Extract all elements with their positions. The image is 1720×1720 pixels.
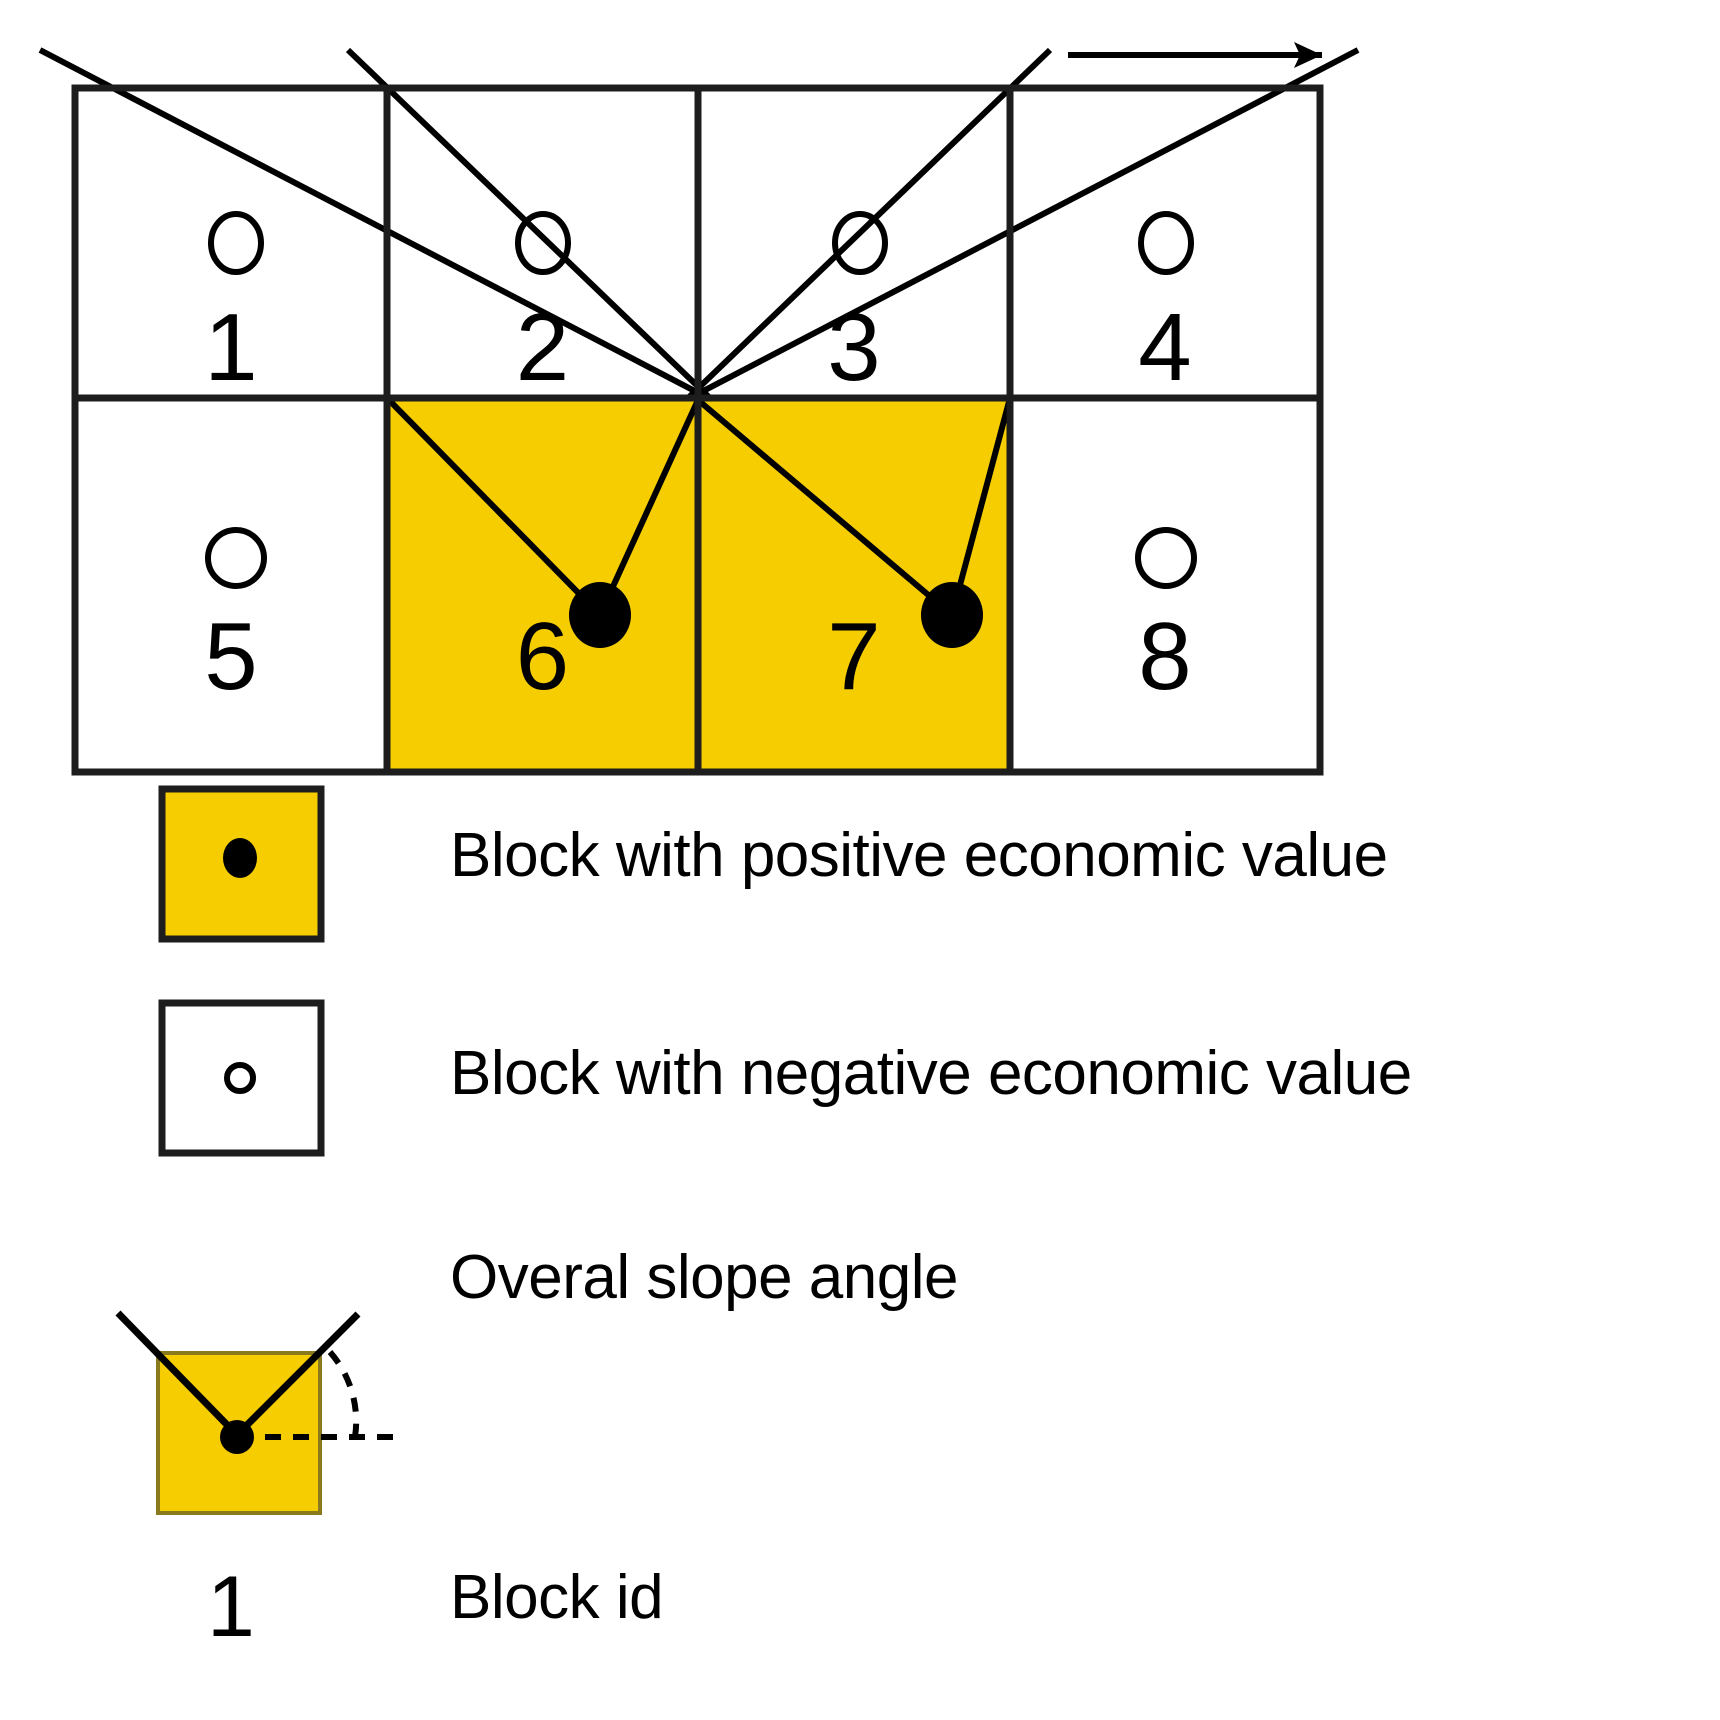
block-6-fill xyxy=(387,398,698,772)
slope-line-right-inner xyxy=(683,47,1053,403)
block-label-2: 2 xyxy=(515,294,570,401)
legend-label-block-id: Block id xyxy=(450,1563,664,1632)
legend-swatch-positive xyxy=(158,785,325,943)
legend-block-id-sample: 1 xyxy=(207,1559,255,1655)
legend-swatch-slope-angle xyxy=(115,1310,400,1515)
negative-markers-bottom xyxy=(205,527,1197,589)
direction-arrow xyxy=(1068,42,1322,68)
block-label-4: 4 xyxy=(1138,294,1192,401)
block-8-marker-hollow-circle xyxy=(1135,527,1197,589)
block-grid-outline xyxy=(71,84,1324,776)
block-label-3: 3 xyxy=(827,294,881,401)
block6-v-left xyxy=(384,395,603,618)
slope-line-right-outer xyxy=(684,47,1360,403)
block-label-1: 1 xyxy=(204,294,258,401)
legend-label-negative: Block with negative economic value xyxy=(450,1039,1412,1108)
positive-block-fills xyxy=(387,398,1010,772)
block-5-marker-hollow-circle xyxy=(205,527,267,589)
block-4-marker-hollow-circle xyxy=(1138,211,1194,275)
slope-line-left-inner xyxy=(345,47,715,403)
legend-slope-angle-arc xyxy=(327,1350,360,1438)
positive-markers xyxy=(569,582,983,648)
block-label-7: 7 xyxy=(827,603,881,710)
legend-swatch-negative xyxy=(158,999,325,1157)
negative-markers-top xyxy=(208,211,1194,275)
block-label-8: 8 xyxy=(1138,603,1192,710)
block6-v-right xyxy=(597,398,701,617)
legend-label-positive: Block with positive economic value xyxy=(450,821,1388,890)
slope-line-left-outer xyxy=(38,47,714,403)
block7-v-right xyxy=(949,397,1013,616)
block-label-5: 5 xyxy=(204,603,258,710)
block-6-marker-filled-dot xyxy=(569,582,631,648)
block7-v-left xyxy=(696,397,954,618)
direction-arrow-head xyxy=(1294,42,1322,68)
block-slope-v-lines xyxy=(384,395,1013,618)
legend-label-slope-angle: Overal slope angle xyxy=(450,1243,958,1312)
block-label-6: 6 xyxy=(515,603,570,710)
legend-negative-circle-icon xyxy=(224,1062,256,1094)
legend-positive-dot-icon xyxy=(223,838,257,878)
block-1-marker-hollow-circle xyxy=(208,211,264,275)
slope-lines-group xyxy=(38,47,1360,403)
block-7-marker-filled-dot xyxy=(921,582,983,648)
block-2-marker-hollow-circle xyxy=(515,211,571,275)
block-3-marker-hollow-circle xyxy=(832,211,888,275)
